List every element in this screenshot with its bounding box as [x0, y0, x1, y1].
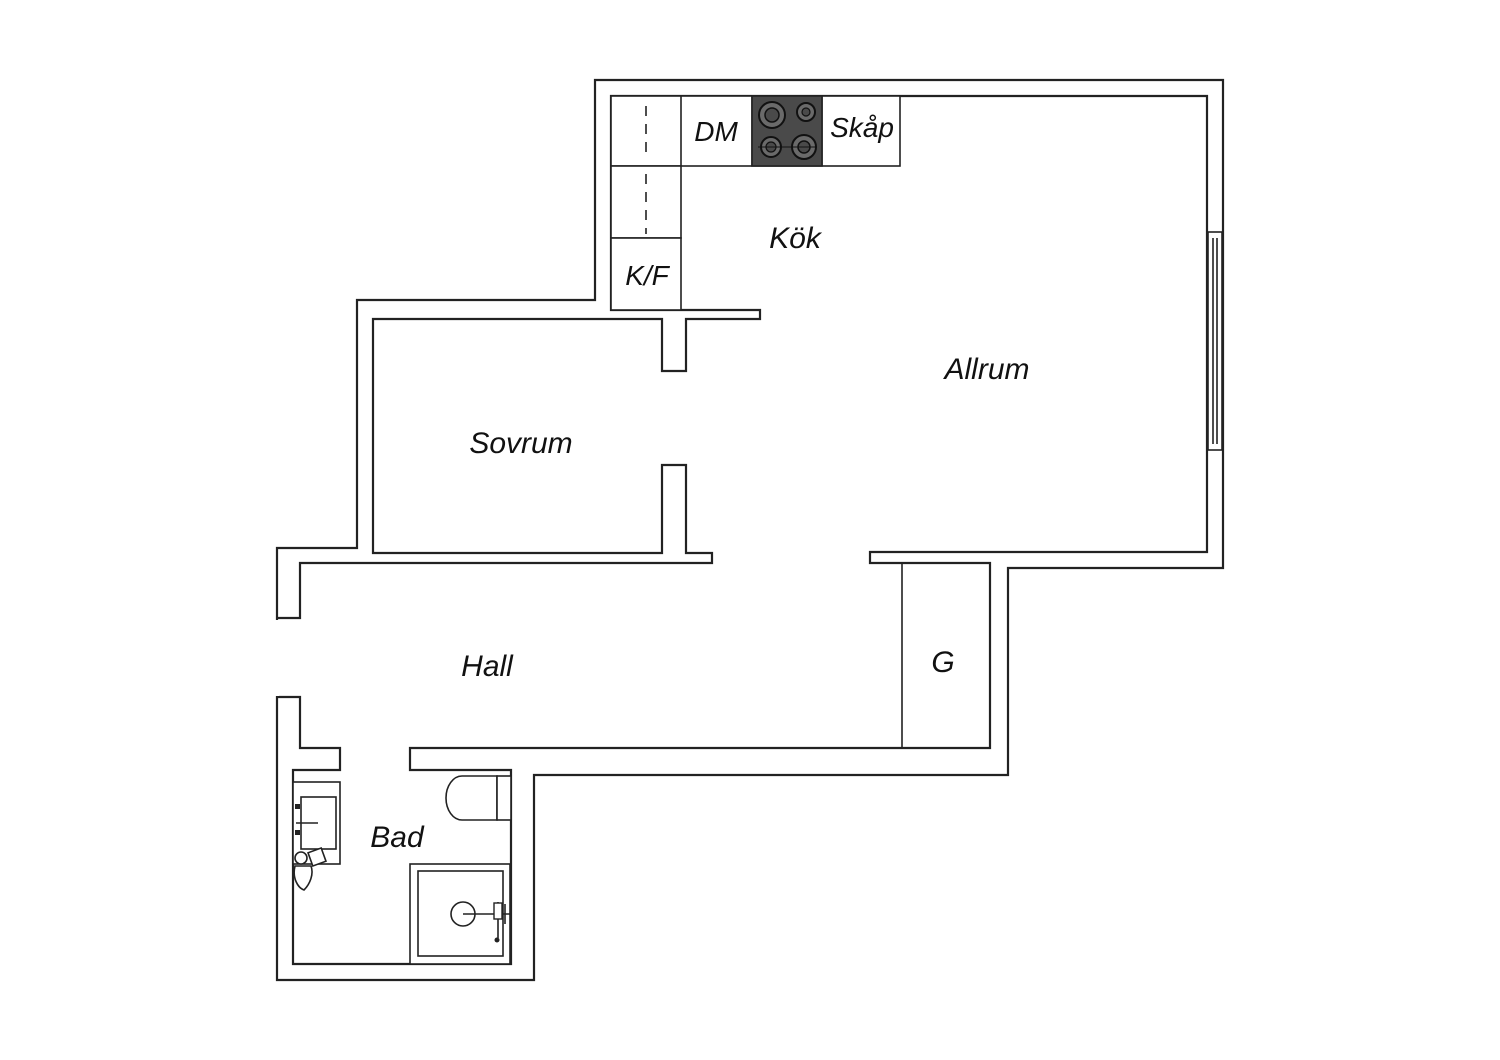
room-label-hall: Hall: [461, 650, 514, 683]
stove-icon: [751, 95, 823, 167]
room-label-bad: Bad: [370, 821, 425, 854]
entrance-opening: [274, 620, 279, 696]
window-allrum: [1207, 231, 1223, 451]
room-label-allrum: Allrum: [942, 353, 1029, 386]
shower-icon: [409, 863, 511, 965]
kitchen-counter: DM Skåp K/F: [610, 95, 901, 311]
room-label-garderob: G: [931, 646, 954, 679]
fridge-freezer-box: [610, 237, 682, 311]
washing-machine-icon: [445, 775, 512, 821]
cabinet-label: Skåp: [830, 112, 894, 143]
dishwasher-label: DM: [694, 116, 738, 147]
outer-walls: [275, 78, 1225, 982]
fridge-freezer-label: K/F: [625, 260, 670, 291]
toilet-icon: [293, 847, 327, 891]
room-label-kok: Kök: [769, 222, 823, 255]
room-label-sovrum: Sovrum: [469, 427, 572, 460]
bathroom-fixtures: [292, 775, 512, 965]
